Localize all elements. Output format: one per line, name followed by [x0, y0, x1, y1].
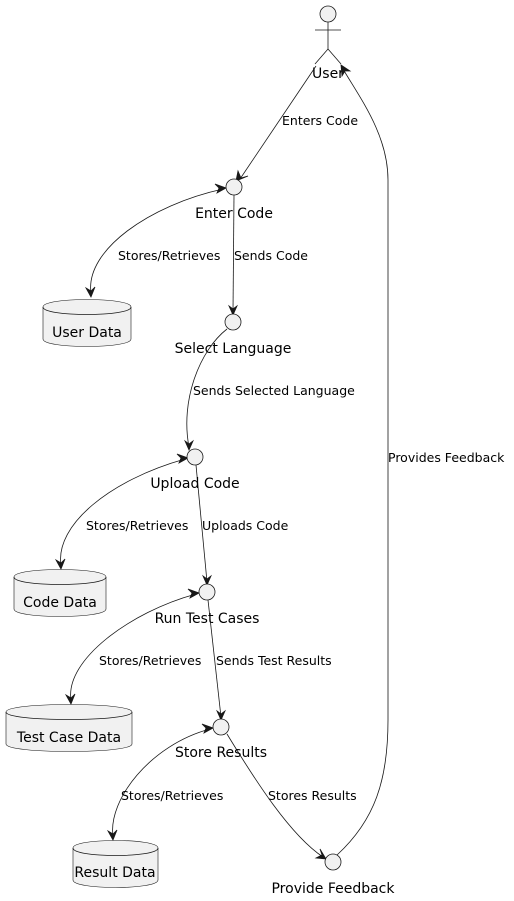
database-rim: [72, 847, 159, 856]
edge-label-stores-results: Stores Results: [268, 788, 357, 803]
datastore-label: User Data: [52, 325, 122, 341]
process-circle: [324, 853, 342, 871]
database-rim: [5, 711, 133, 720]
edge-label-stores-retrieves-code: Stores/Retrieves: [86, 518, 188, 533]
arrowhead: [184, 439, 194, 451]
process-circle: [225, 178, 243, 196]
process-store-results[interactable]: Store Results: [175, 718, 267, 761]
actor-user[interactable]: User: [312, 5, 344, 82]
datastore-label: Code Data: [23, 595, 97, 611]
arrowhead: [314, 848, 327, 860]
process-label: Upload Code: [150, 476, 239, 492]
edge-label-sends-selected-language: Sends Selected Language: [193, 383, 355, 398]
process-upload-code[interactable]: Upload Code: [150, 448, 240, 492]
datastore-label: Result Data: [74, 865, 155, 881]
process-label: Select Language: [175, 341, 292, 357]
stick-figure-icon: [314, 5, 342, 65]
process-label: Store Results: [175, 745, 267, 761]
datastore-label: Test Case Data: [16, 730, 121, 746]
datastore-user-data[interactable]: User Data: [42, 299, 132, 347]
edge-stores-retrieves-user: [90, 188, 224, 294]
process-run-test-cases[interactable]: Run Test Cases: [155, 583, 260, 627]
process-label: Provide Feedback: [271, 881, 395, 897]
arrowhead: [202, 574, 212, 586]
arrowhead: [340, 64, 352, 78]
edge-sends-test-results: [207, 599, 222, 718]
edge-enters-code: [239, 65, 317, 180]
database-rim: [42, 306, 132, 315]
edge-stores-retrieves-test: [70, 593, 197, 701]
process-label: Run Test Cases: [155, 611, 260, 627]
arrowhead: [235, 169, 249, 182]
arrowhead: [54, 558, 66, 570]
edge-stores-retrieves-result: [112, 728, 211, 837]
edge-stores-retrieves-code: [60, 458, 186, 566]
arrowhead: [84, 286, 96, 298]
process-provide-feedback[interactable]: Provide Feedback: [271, 853, 395, 897]
edge-label-sends-code: Sends Code: [234, 248, 308, 263]
datastore-result-data[interactable]: Result Data: [72, 840, 159, 888]
edge-label-stores-retrieves-user: Stores/Retrieves: [118, 248, 220, 263]
datastore-test-case-data[interactable]: Test Case Data: [5, 704, 133, 752]
edge-labels: Enters Code Sends Code Stores/Retrieves …: [86, 113, 505, 803]
arrowhead: [214, 183, 227, 194]
database-icon: [72, 840, 159, 888]
edge-label-stores-retrieves-test: Stores/Retrieves: [99, 653, 201, 668]
process-circle: [186, 448, 204, 466]
edge-label-stores-retrieves-result: Stores/Retrieves: [121, 788, 223, 803]
edge-label-uploads-code: Uploads Code: [202, 518, 289, 533]
actor-label: User: [312, 66, 344, 82]
datastore-code-data[interactable]: Code Data: [13, 569, 107, 617]
edge-sends-selected-language: [186, 328, 228, 448]
edge-uploads-code: [195, 464, 208, 583]
process-select-language[interactable]: Select Language: [175, 313, 292, 357]
database-icon: [5, 704, 133, 752]
process-enter-code[interactable]: Enter Code: [195, 178, 273, 222]
arrowhead: [228, 304, 238, 316]
arrowhead: [176, 453, 189, 464]
edge-label-provides-feedback: Provides Feedback: [388, 450, 505, 465]
database-icon: [13, 569, 107, 617]
edge-provides-feedback: [336, 68, 389, 856]
process-circle: [212, 718, 230, 736]
process-circle: [224, 313, 242, 331]
arrowhead: [216, 709, 226, 721]
edge-label-enters-code: Enters Code: [282, 113, 358, 128]
arrowhead: [201, 723, 214, 734]
process-label: Enter Code: [195, 206, 273, 222]
arrowhead: [106, 829, 118, 841]
process-circle: [198, 583, 216, 601]
edge-sends-code: [232, 194, 235, 313]
arrowhead: [187, 588, 200, 599]
edges: [54, 64, 389, 860]
edge-stores-results: [226, 733, 324, 858]
edge-label-sends-test-results: Sends Test Results: [216, 653, 332, 668]
arrowhead: [64, 693, 76, 705]
database-rim: [13, 576, 107, 585]
database-icon: [42, 299, 132, 347]
